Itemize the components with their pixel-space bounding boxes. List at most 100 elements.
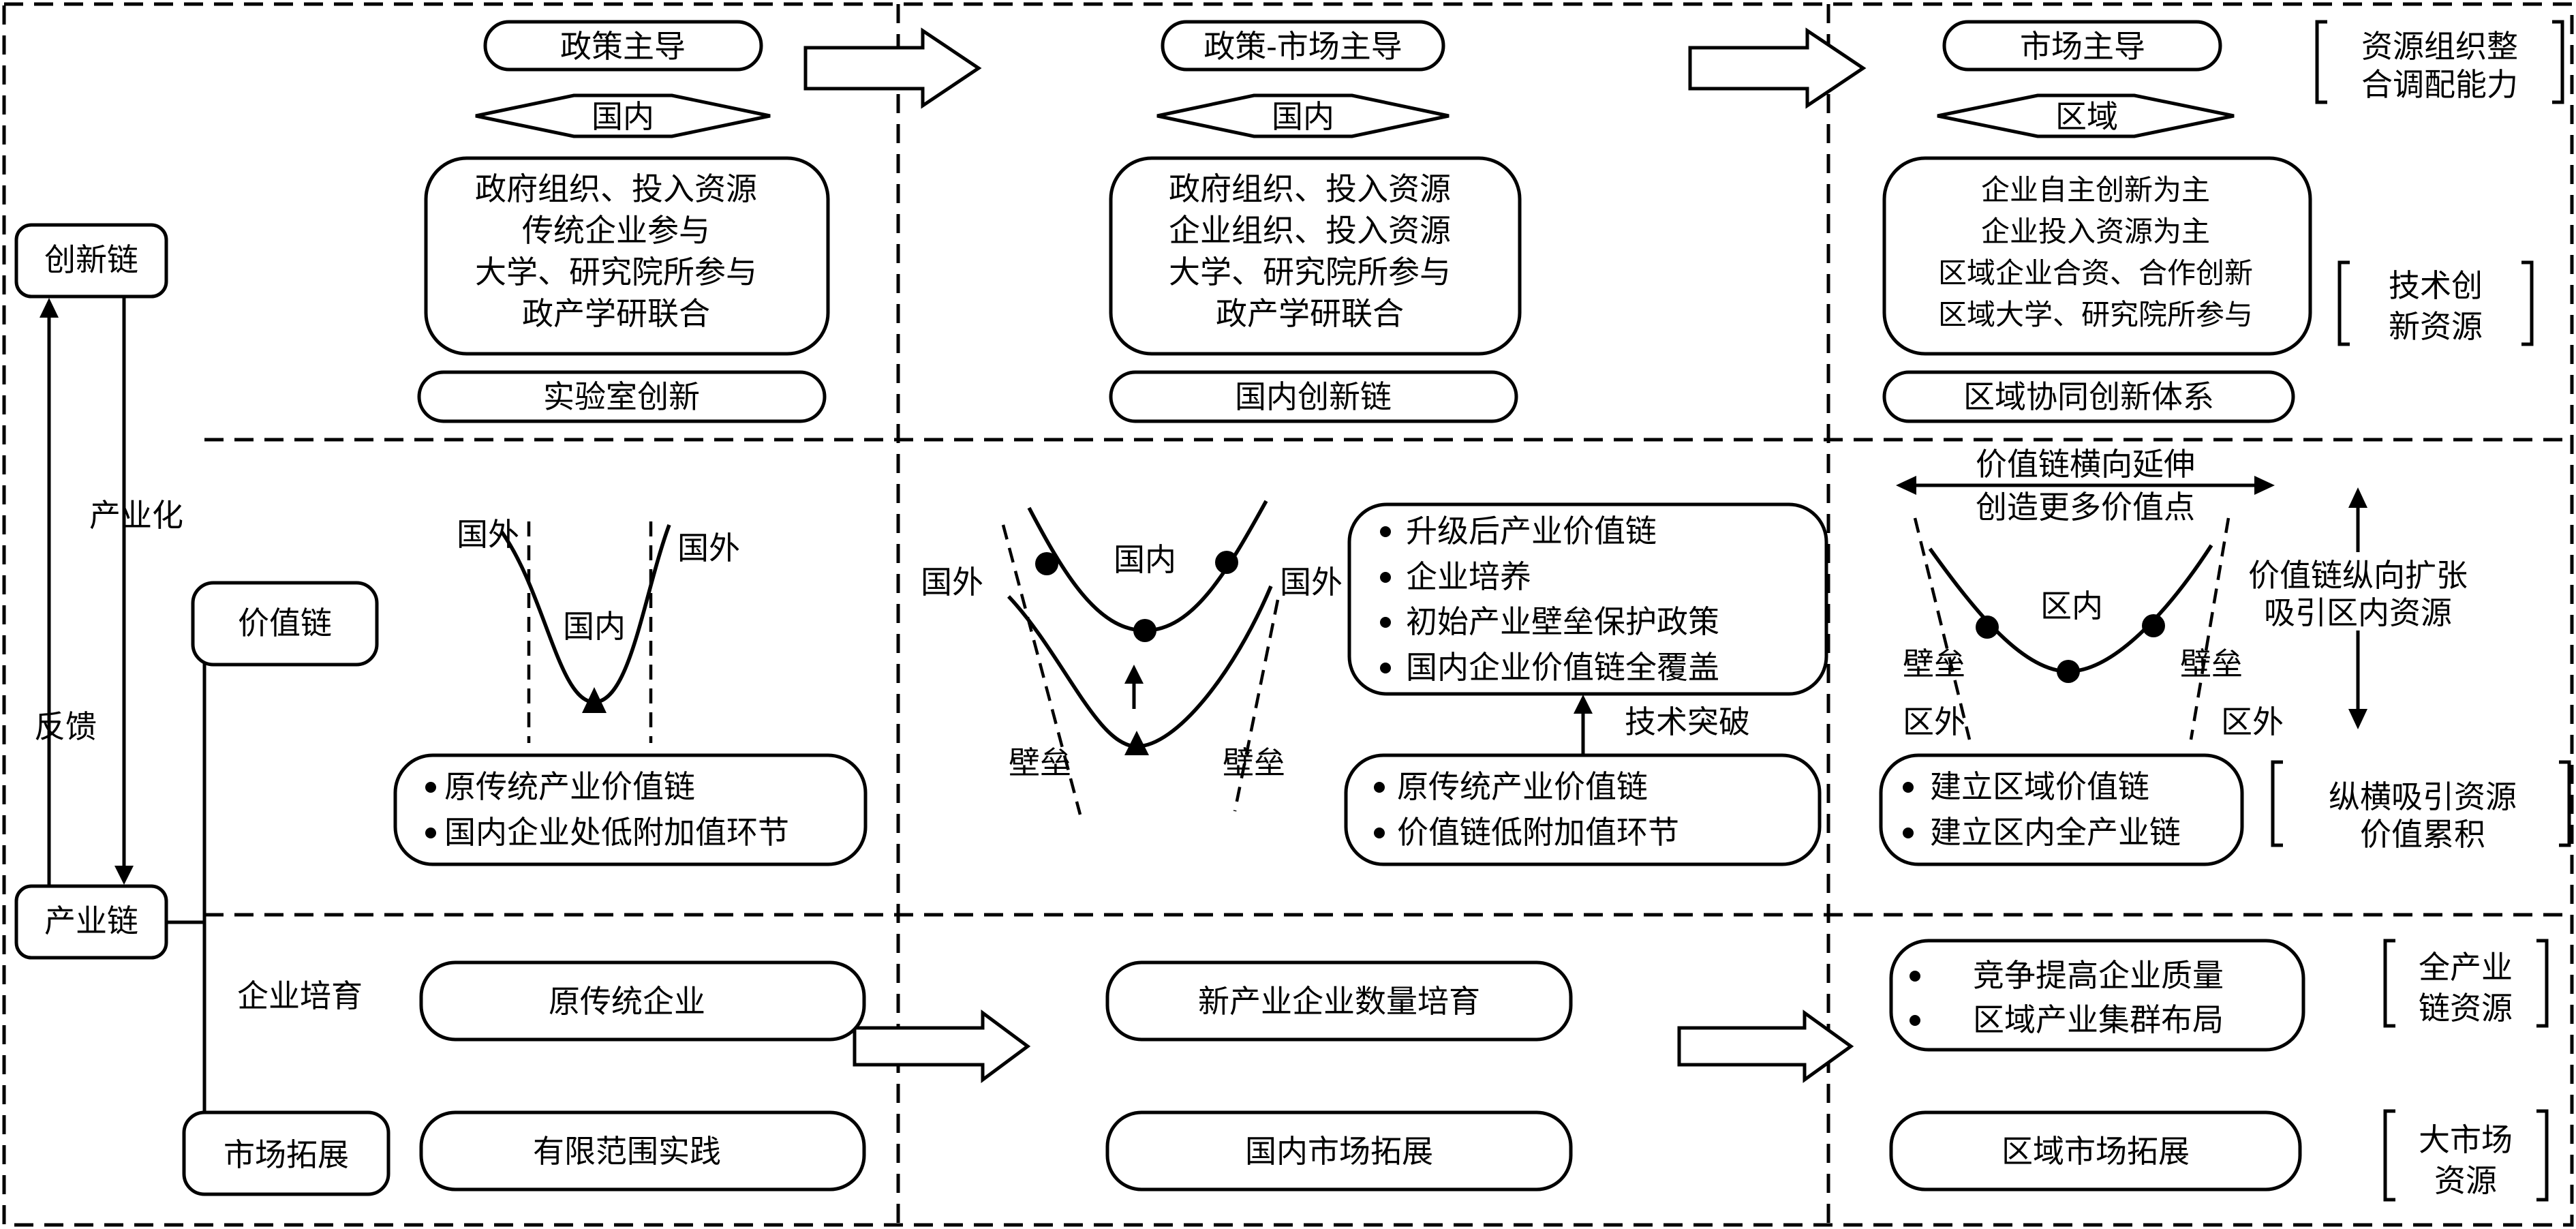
feedback-label: 反馈 [34, 708, 97, 745]
domestic-label: 国内 [1114, 541, 1176, 578]
innovation-label: 区域协同创新体系 [1963, 378, 2214, 415]
value-chain-label: 价值链 [238, 605, 332, 641]
block-arrow-right-icon [1688, 27, 1867, 109]
market-label: 有限范围实践 [533, 1133, 721, 1170]
market-label: 国内市场拓展 [1245, 1133, 1433, 1170]
bullet-dot-icon [1380, 526, 1391, 537]
bullet-text: 初始产业壁垒保护政策 [1406, 603, 1719, 640]
bullet-dot-icon [1374, 782, 1385, 793]
scope-diamond [1156, 93, 1450, 138]
scope-diamond [1937, 93, 2235, 138]
resource-line: 区域企业合资、合作创新 [1938, 256, 2253, 290]
foreign-label: 国外 [921, 564, 983, 601]
innovation-box [1109, 370, 1518, 423]
bullet-text: 国内企业价值链全覆盖 [1406, 649, 1719, 686]
lower-smile-curve [1007, 585, 1273, 748]
mode-label: 市场主导 [2020, 28, 2145, 65]
tech-resource-label: 新资源 [2389, 308, 2483, 345]
circle-marker-icon [1215, 551, 1238, 574]
arrow-down-icon [114, 866, 134, 885]
industry-chain-label: 产业链 [44, 902, 138, 939]
bullet-dot-icon [1374, 828, 1385, 838]
regional-value-box [1879, 753, 2244, 866]
market-box [1105, 1110, 1573, 1192]
enterprise-label: 原传统企业 [549, 983, 705, 1020]
barrier-label: 壁垒 [1223, 744, 1285, 781]
stage-market-led: 市场主导 区域 企业自主创新为主 企业投入资源为主 区域企业合资、合作创新 区域… [1879, 20, 2484, 1192]
stage-policy-led: 政策主导 国内 政府组织、投入资源 传统企业参与 大学、研究院所参与 政产学研联… [393, 20, 868, 1192]
arrow-up-icon [2348, 487, 2367, 508]
scope-diamond [475, 93, 771, 138]
bullet-text: 国内企业处低附加值环节 [444, 814, 789, 851]
org-capability-label: 合调配能力 [2361, 66, 2518, 103]
mode-label: 政策主导 [560, 28, 686, 65]
value-chain-box [191, 581, 379, 667]
stage-policy-market: 政策-市场主导 国内 政府组织、投入资源 企业组织、投入资源 大学、研究院所参与… [921, 20, 1828, 1192]
enterprise-box [419, 960, 866, 1042]
bullet-dot-icon [425, 828, 436, 838]
mode-box [1942, 20, 2222, 72]
domestic-label: 国内 [563, 608, 626, 645]
arrow-left-icon [1896, 476, 1916, 495]
scope-label: 国内 [1272, 98, 1334, 135]
barrier-label: 壁垒 [2180, 646, 2243, 682]
outside-label: 区外 [1903, 703, 1965, 740]
bullet-text: 原传统产业价值链 [444, 768, 695, 805]
resource-line: 政府组织、投入资源 [475, 170, 757, 207]
resource-line: 企业自主创新为主 [1981, 173, 2210, 207]
horizontal-text: 创造更多价值点 [1976, 489, 2195, 526]
mode-box [483, 20, 763, 72]
bullet-dot-icon [1380, 663, 1391, 673]
enterprise-quality-box [1889, 939, 2305, 1052]
bullet-dot-icon [1380, 572, 1391, 583]
stage-arrows [803, 27, 1867, 1083]
innovation-box [417, 370, 827, 423]
bullet-dot-icon [1910, 1015, 1920, 1026]
bullet-text: 竞争提高企业质量 [1973, 957, 2224, 994]
bullet-dot-icon [425, 782, 436, 793]
barrier-label: 壁垒 [1903, 646, 1965, 682]
circle-marker-icon [1976, 616, 1999, 639]
vertical-text: 价值链纵向扩张 [2248, 557, 2468, 594]
arrow-right-icon [2254, 476, 2275, 495]
market-box [419, 1110, 866, 1192]
scope-label: 区域 [2055, 98, 2118, 135]
block-arrow-right-icon [1677, 1010, 1854, 1083]
bullet-text: 建立区内全产业链 [1930, 814, 2181, 851]
circle-marker-icon [2142, 614, 2165, 637]
breakthrough-label: 技术突破 [1625, 703, 1750, 740]
market-expansion-label: 市场拓展 [224, 1136, 349, 1173]
scope-label: 国内 [592, 98, 654, 135]
foreign-label: 国外 [677, 530, 740, 566]
original-chain-box [1344, 753, 1822, 866]
resources-box [424, 156, 830, 356]
resource-line: 政产学研联合 [1216, 295, 1404, 332]
outside-label: 区外 [2221, 703, 2284, 740]
resource-line: 政产学研联合 [522, 295, 710, 332]
org-capability-label: 资源组织整 [2361, 28, 2518, 65]
bullet-dot-icon [1910, 971, 1920, 982]
market-box [1889, 1110, 2302, 1192]
big-market-label: 资源 [2434, 1162, 2497, 1199]
full-chain-label: 全产业 [2419, 949, 2513, 986]
full-chain-label: 链资源 [2419, 990, 2513, 1027]
bullet-dot-icon [1380, 617, 1391, 628]
innovation-label: 实验室创新 [543, 378, 700, 415]
resource-line: 企业投入资源为主 [1981, 215, 2210, 248]
enterprise-box [1105, 960, 1573, 1042]
resource-line: 企业组织、投入资源 [1169, 212, 1451, 249]
vertical-text: 吸引区内资源 [2264, 594, 2452, 631]
enterprise-label: 新产业企业数量培育 [1198, 983, 1480, 1020]
attract-resource-label: 价值累积 [2360, 816, 2485, 853]
bullet-text: 原传统产业价值链 [1397, 768, 1648, 805]
bullet-dot-icon [1903, 782, 1914, 793]
resource-line: 大学、研究院所参与 [475, 254, 757, 290]
barrier-label: 壁垒 [1009, 744, 1071, 781]
innovation-chain-label: 创新链 [44, 241, 138, 278]
attract-resource-label: 纵横吸引资源 [2329, 778, 2517, 815]
resource-line: 区域大学、研究院所参与 [1938, 298, 2253, 331]
circle-marker-icon [1133, 619, 1156, 642]
block-arrow-right-icon [803, 27, 982, 109]
tech-resource-label: 技术创 [2389, 267, 2483, 304]
